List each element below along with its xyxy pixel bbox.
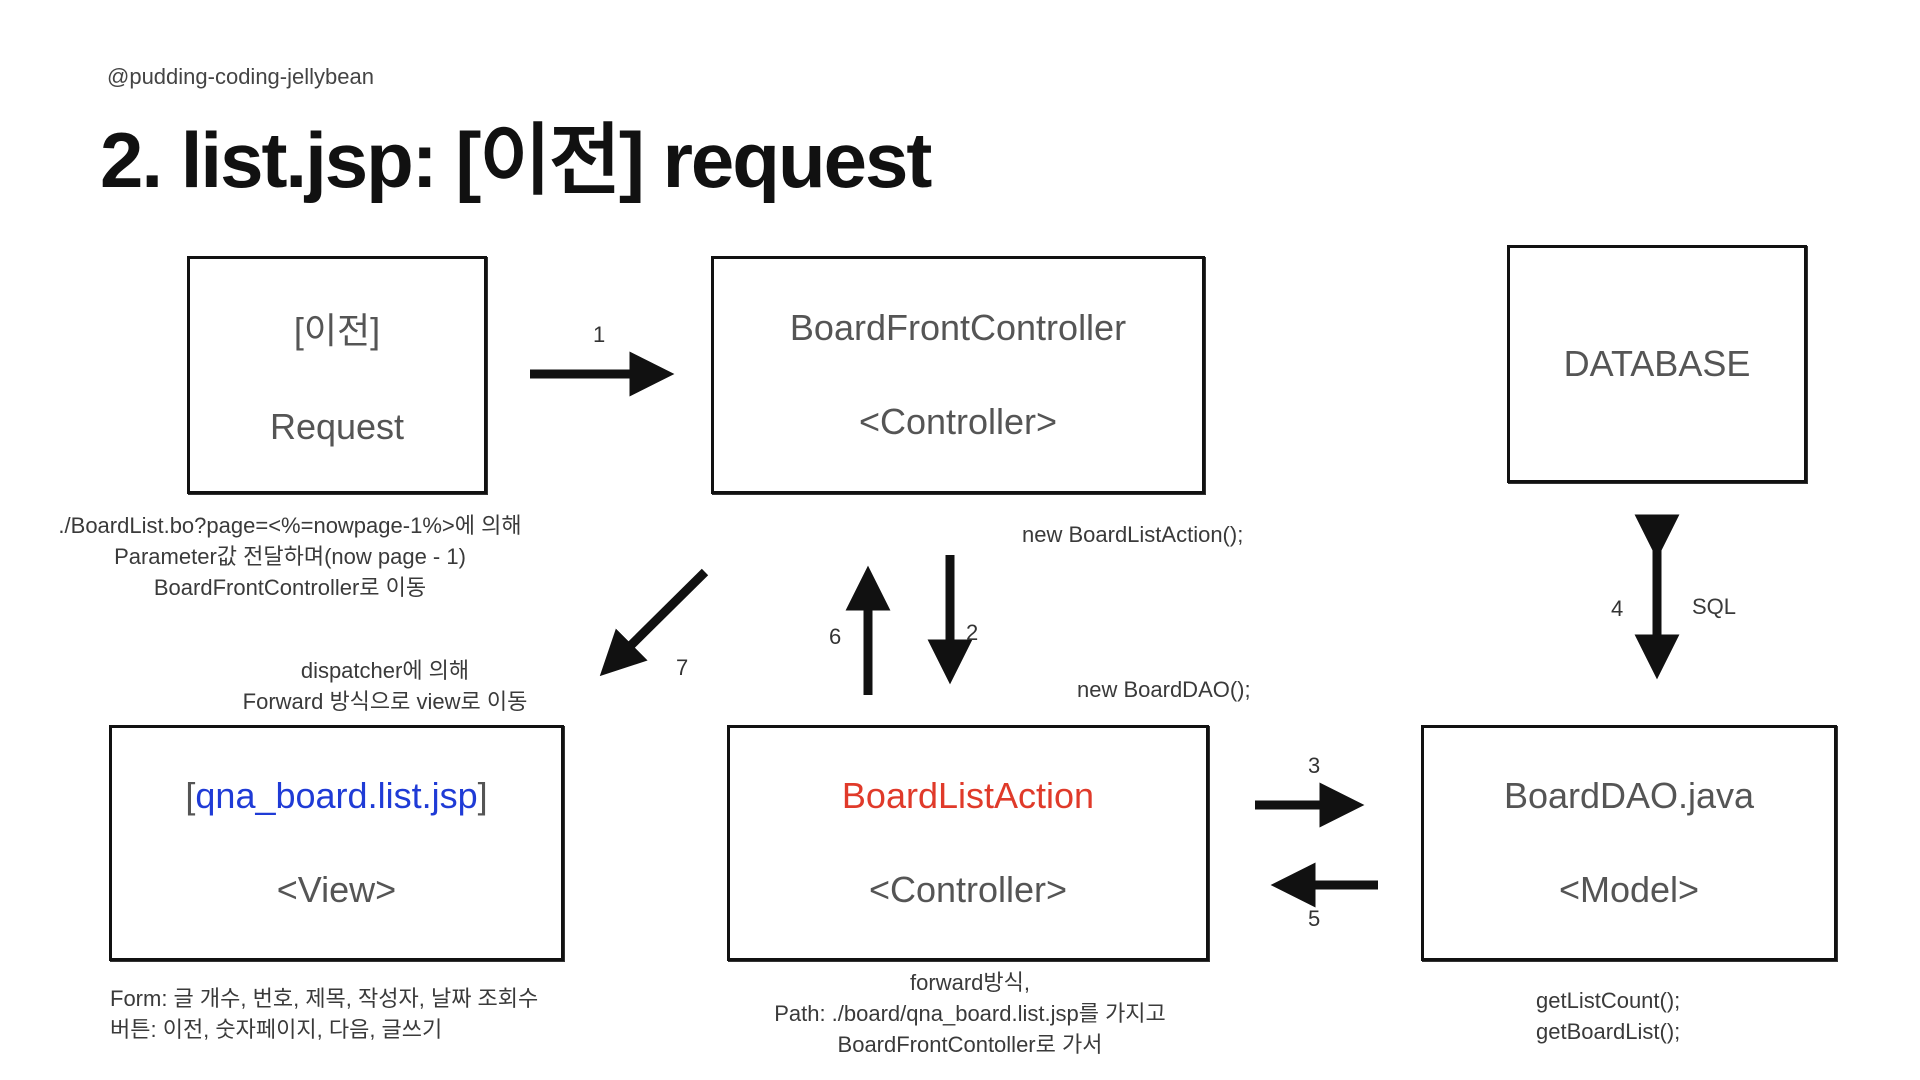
- view-note-line-1: Form: 글 개수, 번호, 제목, 작성자, 날짜 조회수: [110, 986, 539, 1011]
- front-controller-box: BoardFrontController <Controller>: [711, 256, 1205, 494]
- arrow-6-number: 6: [829, 624, 842, 649]
- view-bracket-open: [: [185, 775, 196, 816]
- front-controller-label: BoardFrontController: [789, 307, 1127, 348]
- view-note: Form: 글 개수, 번호, 제목, 작성자, 날짜 조회수 버튼: 이전, …: [110, 983, 538, 1045]
- dao-box: BoardDAO.java <Model>: [1421, 725, 1837, 961]
- sql-label: SQL: [1692, 594, 1737, 619]
- author-handle: @pudding-coding-jellybean: [107, 64, 374, 89]
- dao-label: BoardDAO.java: [1503, 775, 1755, 816]
- view-bracket-close: ]: [477, 775, 488, 816]
- arrow-4-number: 4: [1611, 596, 1624, 621]
- list-action-box: BoardListAction <Controller>: [727, 725, 1209, 961]
- view-file-label: [qna_board.list.jsp]: [185, 775, 487, 817]
- arrow-3-number: 3: [1308, 753, 1321, 778]
- new-action-note: new BoardListAction();: [1022, 522, 1244, 547]
- list-action-type: <Controller>: [868, 869, 1068, 910]
- list-action-label: BoardListAction: [841, 775, 1095, 816]
- request-note-line-2: Parameter값 전달하며(now page - 1): [114, 544, 466, 569]
- arrow-7: [599, 568, 709, 677]
- view-type: <View>: [276, 869, 397, 910]
- dispatcher-note: dispatcher에 의해 Forward 방식으로 view로 이동: [200, 655, 570, 717]
- action-note: forward방식, Path: ./board/qna_board.list.…: [720, 967, 1220, 1060]
- front-controller-type: <Controller>: [858, 401, 1058, 442]
- dao-note-line-2: getBoardList();: [1536, 1019, 1681, 1044]
- page-title: 2. list.jsp: [이전] request: [100, 116, 932, 204]
- request-note-line-3: BoardFrontController로 이동: [153, 575, 427, 600]
- dao-note-line-1: getListCount();: [1536, 988, 1681, 1013]
- action-note-line-3: BoardFrontContoller로 가서: [837, 1032, 1103, 1057]
- database-label: DATABASE: [1563, 343, 1751, 384]
- arrow-7-number: 7: [676, 655, 689, 680]
- dao-type: <Model>: [1558, 869, 1700, 910]
- view-file-name: qna_board.list.jsp: [195, 775, 478, 816]
- request-box-label-2: Request: [269, 406, 405, 447]
- arrow-2-number: 2: [966, 620, 979, 645]
- request-box: [이전] Request: [187, 256, 487, 494]
- database-box: DATABASE: [1507, 245, 1807, 483]
- view-box: [qna_board.list.jsp] <View>: [109, 725, 564, 961]
- action-note-line-2: Path: ./board/qna_board.list.jsp를 가지고: [774, 1001, 1166, 1026]
- action-note-line-1: forward방식,: [910, 970, 1030, 995]
- arrow-5-number: 5: [1308, 906, 1321, 931]
- request-note: ./BoardList.bo?page=<%=nowpage-1%>에 의해 P…: [40, 510, 540, 603]
- view-note-line-2: 버튼: 이전, 숫자페이지, 다음, 글쓰기: [110, 1017, 443, 1042]
- arrow-1-number: 1: [593, 322, 606, 347]
- dispatcher-note-line-2: Forward 방식으로 view로 이동: [242, 689, 528, 714]
- dao-note: getListCount(); getBoardList();: [1536, 985, 1680, 1047]
- request-note-line-1: ./BoardList.bo?page=<%=nowpage-1%>에 의해: [58, 513, 522, 538]
- dispatcher-note-line-1: dispatcher에 의해: [300, 658, 470, 683]
- new-dao-note: new BoardDAO();: [1077, 677, 1251, 702]
- request-box-label-1: [이전]: [293, 310, 381, 351]
